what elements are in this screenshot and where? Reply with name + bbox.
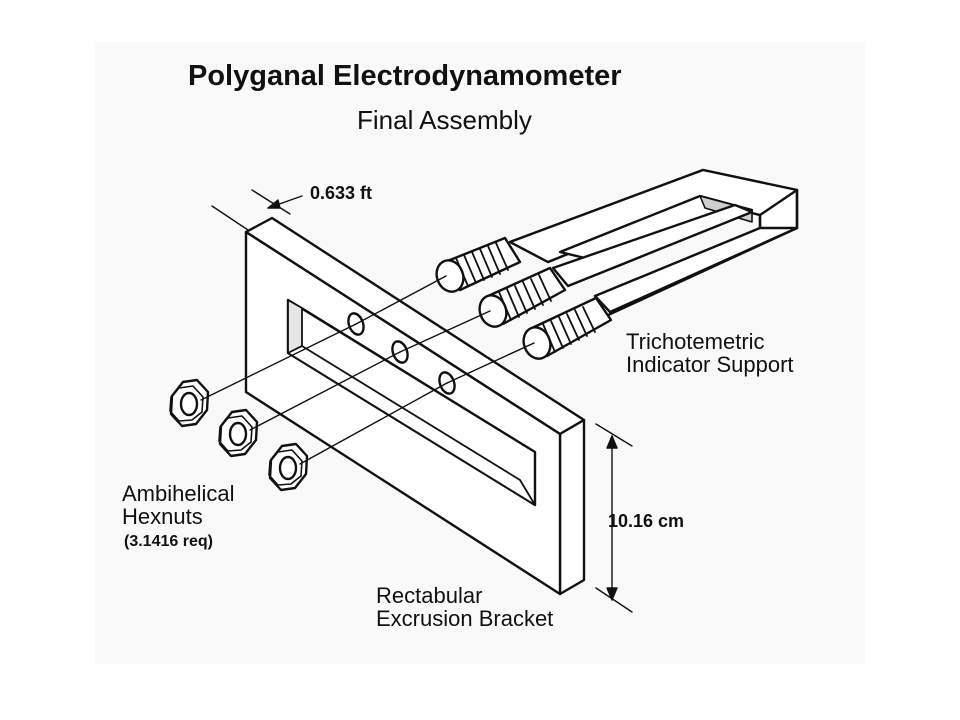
hexnuts-label-line2: Hexnuts [122,504,203,529]
hexnut-1 [169,378,210,428]
threaded-rod-top [435,236,522,293]
hexnut-2 [218,408,259,458]
height-dimension-label: 10.16 cm [608,511,685,531]
dimension-depth [211,189,303,231]
threaded-rods [435,236,613,360]
bracket-label: Rectabular Excrusion Bracket [376,584,553,630]
hexnuts-label: Ambihelical Hexnuts [122,482,235,528]
bracket-label-line2: Excrusion Bracket [376,606,554,631]
depth-dimension-label: 0.633 ft [310,183,373,203]
threaded-rod-middle [478,266,567,328]
support-label: Trichotemetric Indicator Support [626,330,794,376]
dimension-height [595,423,633,613]
support-label-line1: Trichotemetric [626,329,765,354]
hexnuts-quantity: (3.1416 req) [124,533,213,550]
hexnuts [169,378,309,492]
diagram-title: Polyganal Electrodynamometer [188,60,622,92]
alignment-lines [200,275,535,465]
support-label-line2: Indicator Support [626,352,794,377]
bracket-label-line1: Rectabular [376,583,483,608]
hexnuts-label-line1: Ambihelical [122,481,235,506]
indicator-support [508,168,799,330]
diagram-subtitle: Final Assembly [357,105,532,135]
threaded-rod-bottom [522,296,613,360]
hexnut-3 [268,442,309,492]
